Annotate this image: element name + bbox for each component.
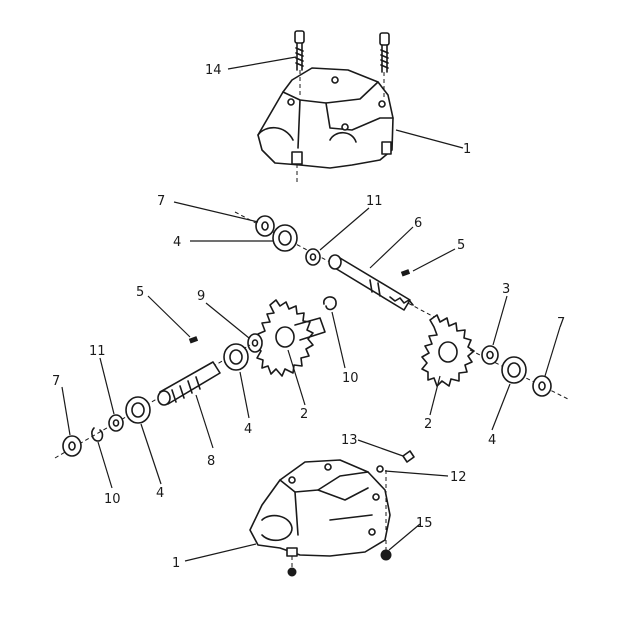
leader-lines xyxy=(61,56,561,562)
callout-7-right: 7 xyxy=(557,316,565,331)
callout-2-right: 2 xyxy=(424,417,432,432)
callout-9: 9 xyxy=(197,289,205,304)
callout-4-right: 4 xyxy=(488,433,496,448)
callout-11-upper: 11 xyxy=(366,194,383,209)
lower-shaft-assembly xyxy=(54,336,251,459)
callout-8: 8 xyxy=(207,454,215,469)
callout-14: 14 xyxy=(205,63,222,78)
lower-housing xyxy=(249,450,415,577)
callout-2-left: 2 xyxy=(300,407,308,422)
callout-4-mid: 4 xyxy=(244,422,252,437)
clip-10-mid xyxy=(323,296,337,311)
callout-1-top: 1 xyxy=(463,142,471,157)
bolt-14-right xyxy=(379,32,390,98)
callout-10-mid: 10 xyxy=(342,371,359,386)
callout-5-upper: 5 xyxy=(457,238,465,253)
callout-10-left: 10 xyxy=(104,492,121,507)
callout-5-left: 5 xyxy=(136,285,144,300)
washer-9 xyxy=(247,333,263,353)
callout-4-upper: 4 xyxy=(173,235,181,250)
callout-12: 12 xyxy=(450,470,467,485)
callout-15: 15 xyxy=(416,516,433,531)
gear-2-right xyxy=(421,314,475,387)
callouts: 14 1 7 4 11 6 5 5 9 10 2 4 8 3 7 2 4 7 1… xyxy=(52,63,565,571)
callout-7-left: 7 xyxy=(52,374,60,389)
upper-housing xyxy=(257,67,394,185)
callout-6: 6 xyxy=(414,216,422,231)
callout-1-bottom: 1 xyxy=(172,556,180,571)
bolt-14-left xyxy=(294,30,305,95)
right-bearing-stack xyxy=(469,345,571,401)
callout-7-upper: 7 xyxy=(157,194,165,209)
callout-11-left: 11 xyxy=(89,344,106,359)
callout-4-left: 4 xyxy=(156,486,164,501)
gear-2-left xyxy=(255,299,326,377)
callout-3: 3 xyxy=(502,282,510,297)
upper-shaft-assembly xyxy=(234,211,441,321)
callout-13: 13 xyxy=(341,433,358,448)
